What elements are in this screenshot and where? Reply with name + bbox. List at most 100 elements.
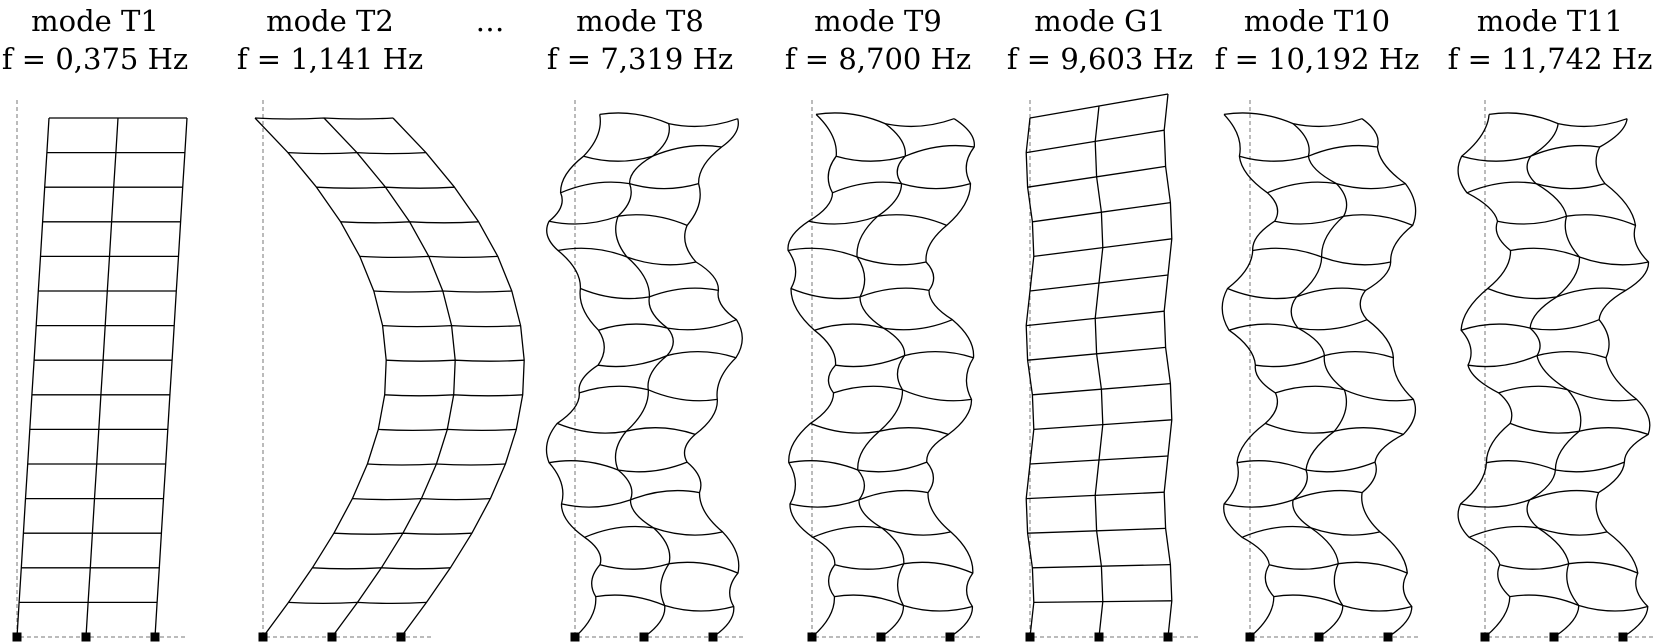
mode-frame-mode-t8 bbox=[545, 100, 743, 642]
support-node bbox=[81, 632, 91, 642]
frame-beam bbox=[1486, 460, 1625, 473]
frame-beam bbox=[1032, 382, 1171, 396]
mode-freq-t11: f = 11,742 Hz bbox=[1448, 42, 1653, 76]
frame-beam bbox=[1033, 238, 1172, 258]
mode-label-t11: mode T11 bbox=[1477, 4, 1623, 38]
frame-column bbox=[1221, 113, 1279, 638]
frame-beam bbox=[1032, 563, 1171, 569]
frame-beam bbox=[1241, 525, 1381, 538]
frame-beam bbox=[599, 112, 738, 128]
support-node bbox=[1025, 632, 1035, 642]
mode-freq-t8: f = 7,319 Hz bbox=[547, 42, 733, 76]
frame-beam bbox=[579, 385, 718, 402]
frame-beam bbox=[560, 181, 699, 194]
support-node bbox=[1094, 632, 1104, 642]
frame-beam bbox=[386, 359, 525, 362]
frame-beam bbox=[1228, 319, 1368, 331]
frame-beam bbox=[1255, 350, 1394, 368]
frame-beam bbox=[1466, 181, 1606, 194]
support-node bbox=[1549, 632, 1559, 642]
frame-beam bbox=[1223, 489, 1363, 508]
frame-beam bbox=[1029, 93, 1169, 119]
frame-beam bbox=[790, 287, 930, 300]
frame-beam bbox=[580, 287, 719, 300]
frame-column bbox=[16, 117, 50, 638]
frame-beam bbox=[254, 117, 394, 120]
frame-beam bbox=[1460, 319, 1600, 331]
mode-freq-t9: f = 8,700 Hz bbox=[785, 42, 971, 76]
frame-beam bbox=[1239, 144, 1378, 162]
frame-column bbox=[1094, 105, 1104, 638]
frame-beam bbox=[834, 594, 973, 612]
mode-label-g1: mode G1 bbox=[1034, 4, 1166, 38]
titles: mode T1 f = 0,375 Hz mode T2 f = 1,141 H… bbox=[2, 4, 1653, 76]
frames bbox=[12, 93, 1653, 642]
frame-beam bbox=[833, 385, 972, 402]
frame-beam bbox=[1499, 561, 1639, 574]
support-node bbox=[150, 632, 160, 642]
frame-column bbox=[1457, 114, 1513, 638]
frame-beam bbox=[1498, 385, 1637, 402]
support-node bbox=[807, 632, 817, 642]
frame-beam bbox=[1236, 460, 1376, 473]
support-node bbox=[1314, 632, 1324, 642]
frame-column bbox=[85, 117, 119, 638]
frame-beam bbox=[1032, 201, 1171, 223]
support-node bbox=[708, 632, 718, 642]
mode-label-t1: mode T1 bbox=[31, 4, 159, 38]
support-node bbox=[945, 632, 955, 642]
frame-beam bbox=[597, 350, 737, 368]
frame-beam bbox=[583, 144, 722, 162]
frame-beam bbox=[584, 525, 723, 538]
frame-beam bbox=[1026, 310, 1165, 327]
frame-beam bbox=[333, 532, 472, 535]
ellipsis: … bbox=[476, 4, 505, 38]
frame-beam bbox=[1027, 165, 1166, 188]
mode-freq-t2: f = 1,141 Hz bbox=[237, 42, 423, 76]
support-node bbox=[1480, 632, 1490, 642]
frame-beam bbox=[835, 350, 974, 368]
mode-frame-mode-t11 bbox=[1457, 100, 1653, 642]
frame-column bbox=[1595, 118, 1651, 638]
mode-label-t8: mode T8 bbox=[576, 4, 704, 38]
frame-beam bbox=[1026, 491, 1165, 500]
support-node bbox=[1618, 632, 1628, 642]
mode-freq-t1: f = 0,375 Hz bbox=[2, 42, 188, 76]
support-node bbox=[327, 632, 337, 642]
frame-beam bbox=[1510, 247, 1649, 266]
support-node bbox=[1245, 632, 1255, 642]
frame-beam bbox=[1488, 112, 1628, 128]
frame-beam bbox=[1274, 214, 1413, 226]
frame-beam bbox=[316, 186, 455, 189]
frame-beam bbox=[832, 181, 971, 194]
frame-beam bbox=[1468, 525, 1608, 538]
frame-beam bbox=[1461, 144, 1600, 162]
frame-column bbox=[856, 123, 906, 638]
frame-column bbox=[925, 118, 975, 638]
frame-beam bbox=[1487, 287, 1626, 300]
frame-beam bbox=[359, 255, 498, 259]
mode-label-t2: mode T2 bbox=[266, 4, 394, 38]
mode-frame-mode-t9 bbox=[787, 100, 980, 642]
frame-beam bbox=[788, 460, 928, 473]
support-node bbox=[1163, 632, 1173, 642]
frame-beam bbox=[595, 594, 734, 612]
frame-beam bbox=[834, 561, 974, 574]
frame-beam bbox=[1467, 350, 1607, 368]
frame-beam bbox=[1509, 422, 1649, 436]
frame-beam bbox=[312, 567, 451, 570]
frame-beam bbox=[352, 497, 491, 501]
frame-column bbox=[1359, 118, 1417, 638]
frame-beam bbox=[288, 601, 427, 605]
frame-beam bbox=[382, 324, 521, 328]
frame-beam bbox=[789, 489, 929, 508]
frame-beam bbox=[1460, 489, 1599, 508]
frame-beam bbox=[561, 489, 700, 508]
frame-column bbox=[254, 117, 387, 638]
frame-beam bbox=[1223, 112, 1363, 128]
frame-column bbox=[1025, 117, 1035, 638]
frame-beam bbox=[1033, 600, 1172, 604]
frame-beam bbox=[787, 247, 927, 266]
frame-beam bbox=[1029, 274, 1169, 292]
